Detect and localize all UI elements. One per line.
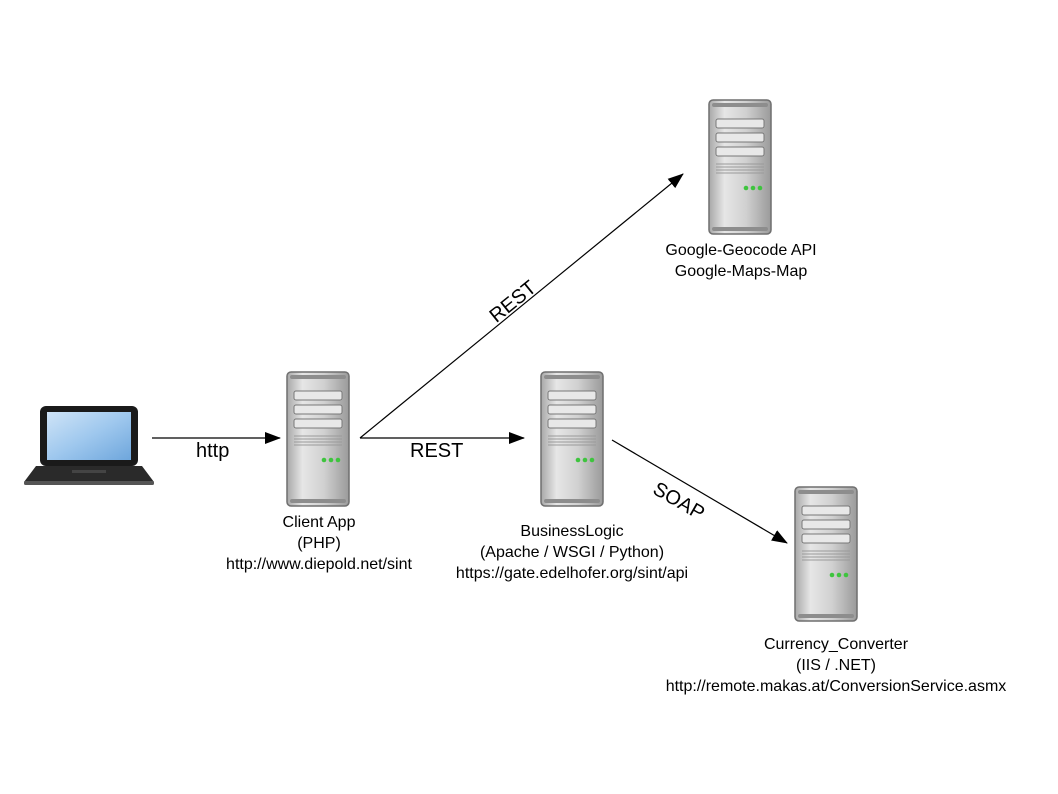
server-icon	[794, 486, 858, 622]
client-app-name: Client App	[282, 514, 356, 531]
client-app-url: http://www.diepold.net/sint	[226, 556, 412, 573]
business-logic-name: BusinessLogic	[520, 523, 624, 540]
business-logic-url: https://gate.edelhofer.org/sint/api	[455, 565, 689, 582]
edge-business-currency	[611, 439, 788, 544]
google-maps-name: Google-Maps-Map	[674, 263, 808, 280]
client-app-label: Client App (PHP) http://www.diepold.net/…	[199, 512, 439, 575]
server-icon	[540, 371, 604, 507]
currency-converter-url: http://remote.makas.at/ConversionService…	[665, 678, 1007, 695]
server-icon	[286, 371, 350, 507]
edge-client-google	[359, 173, 684, 439]
business-logic-tech: (Apache / WSGI / Python)	[479, 544, 665, 561]
client-app-tech: (PHP)	[297, 535, 341, 552]
google-geocode-name: Google-Geocode API	[665, 242, 817, 259]
server-icon	[708, 99, 772, 235]
currency-converter-name: Currency_Converter	[763, 636, 909, 653]
edge-label-http: http	[196, 440, 230, 462]
edge-label-rest-business: REST	[410, 440, 464, 462]
currency-converter-label: Currency_Converter (IIS / .NET) http://r…	[626, 634, 1046, 697]
business-logic-label: BusinessLogic (Apache / WSGI / Python) h…	[432, 521, 712, 584]
currency-converter-tech: (IIS / .NET)	[796, 657, 876, 674]
laptop-icon	[24, 406, 154, 485]
google-label: Google-Geocode API Google-Maps-Map	[621, 240, 861, 282]
